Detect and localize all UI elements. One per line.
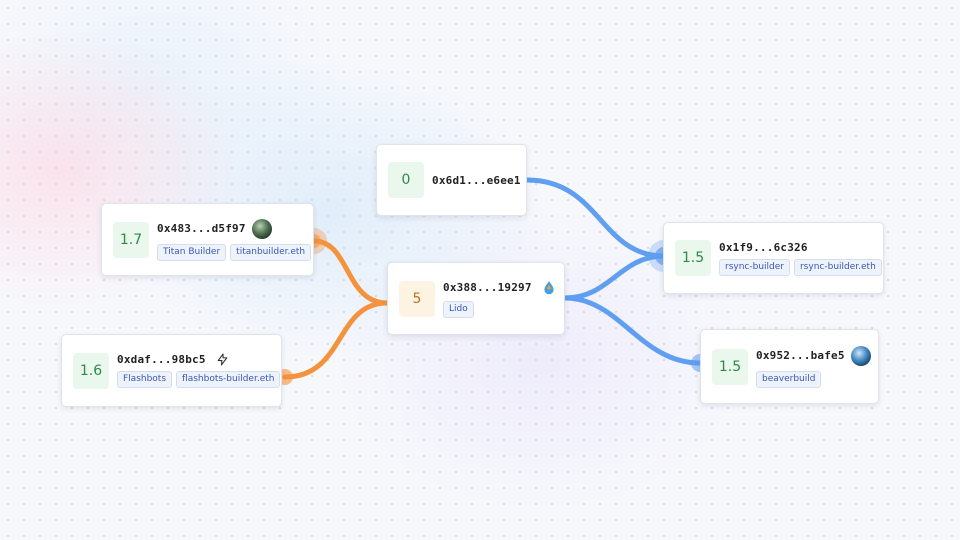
tag-label[interactable]: Flashbots — [117, 371, 173, 388]
node-lido[interactable]: 5 0x388...19297 Lido — [387, 262, 565, 335]
tag-label[interactable]: Lido — [443, 300, 474, 318]
tag-label[interactable]: Titan Builder — [157, 243, 227, 261]
node-rsync-builder[interactable]: 1.5 0x1f9...6c326 rsync-builder rsync-bu… — [663, 222, 884, 294]
edge-lido-to-rsync — [562, 253, 667, 301]
node-0x6d1[interactable]: 0 0x6d1...e6ee1 — [376, 144, 527, 216]
lightning-bolt-icon — [217, 353, 228, 366]
node-beaverbuild[interactable]: 1.5 0x952...bafe5 beaverbuild — [700, 329, 879, 404]
tag-label[interactable]: beaverbuild — [756, 370, 822, 388]
node-address: 0x1f9...6c326 — [719, 240, 808, 254]
planet-avatar-icon — [251, 218, 272, 239]
node-titan-builder[interactable]: 1.7 0x483...d5f97 Titan Builder titanbui… — [101, 203, 314, 276]
beaver-avatar-icon — [850, 345, 871, 366]
score-badge: 5 — [399, 280, 435, 317]
tag-label[interactable]: flashbots-builder.eth — [176, 371, 281, 388]
edge-top-to-rsync — [524, 177, 667, 259]
tag-label[interactable]: titanbuilder.eth — [230, 243, 312, 261]
tag-label[interactable]: rsync-builder — [719, 258, 790, 276]
edge-lido-to-beaver — [562, 295, 703, 366]
tag-label[interactable]: rsync-builder.eth — [793, 258, 882, 276]
score-badge: 0 — [388, 162, 424, 198]
score-badge: 1.6 — [73, 352, 109, 389]
node-address: 0x952...bafe5 — [756, 349, 845, 362]
node-flashbots[interactable]: 1.6 0xdaf...98bc5 Flashbots flashbots-bu… — [61, 334, 282, 407]
score-badge: 1.7 — [113, 221, 149, 258]
lido-drop-icon — [544, 280, 554, 294]
score-badge: 1.5 — [675, 240, 711, 276]
node-address: 0x6d1...e6ee1 — [432, 173, 521, 187]
node-address: 0x483...d5f97 — [157, 222, 246, 235]
node-address: 0x388...19297 — [443, 281, 532, 294]
edge-flashbots-to-lido — [282, 300, 390, 380]
score-badge: 1.5 — [712, 348, 748, 385]
edge-titan-to-lido — [311, 238, 390, 306]
node-address: 0xdaf...98bc5 — [117, 353, 206, 366]
